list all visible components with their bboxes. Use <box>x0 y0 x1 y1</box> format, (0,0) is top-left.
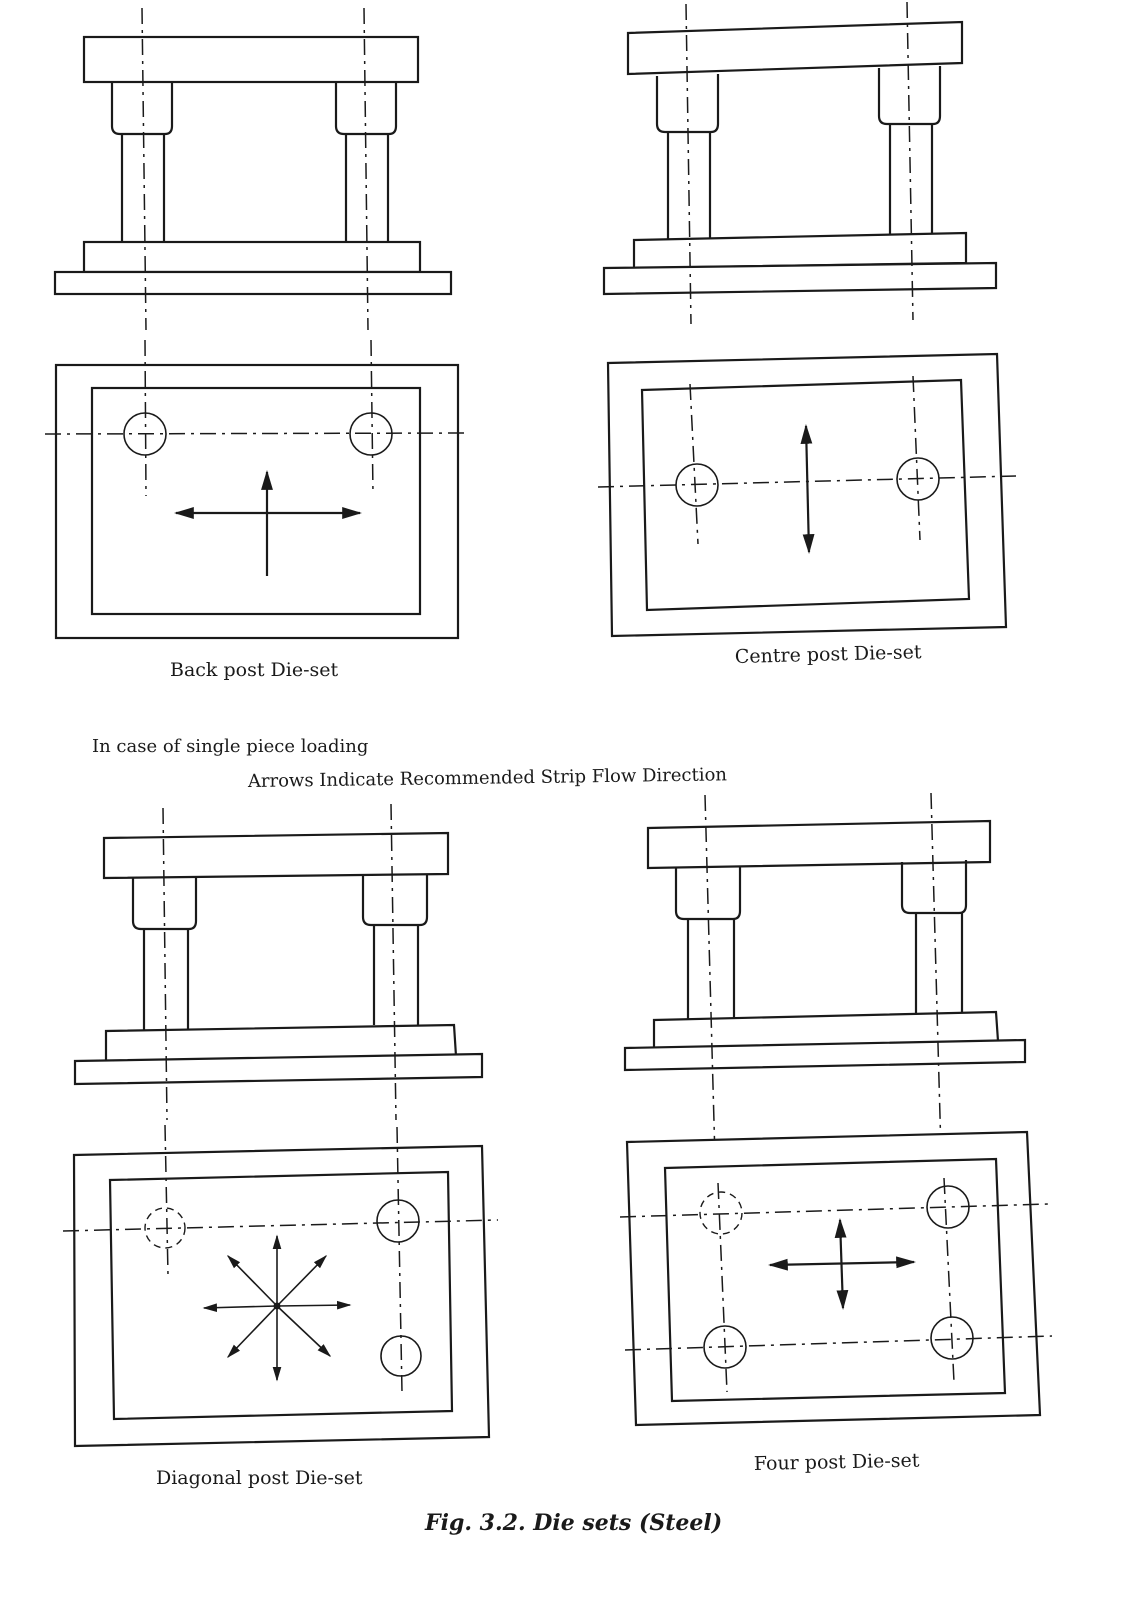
centre-post-caption: Centre post Die-set <box>735 641 923 668</box>
centre-post-elevation <box>602 1 998 325</box>
figure-caption: Fig. 3.2. Die sets (Steel) <box>424 1510 722 1536</box>
back-post-elevation <box>53 7 453 331</box>
back-post-plan <box>44 339 471 640</box>
back-post-die-set: Back post Die-set <box>44 7 471 681</box>
diagonal-post-plan <box>62 1124 499 1448</box>
single-piece-note: In case of single piece loading <box>92 736 368 757</box>
four-post-caption: Four post Die-set <box>754 1450 920 1475</box>
centre-post-die-set: Centre post Die-set <box>597 1 1017 668</box>
four-post-plan <box>619 1130 1053 1427</box>
centre-post-plan <box>597 352 1017 638</box>
four-post-elevation <box>623 792 1027 1196</box>
back-post-caption: Back post Die-set <box>170 659 338 681</box>
diagonal-arrow-star <box>202 1234 352 1382</box>
diagonal-post-die-set: Diagonal post Die-set <box>62 803 499 1489</box>
diagonal-post-caption: Diagonal post Die-set <box>156 1467 363 1489</box>
four-post-die-set: Four post Die-set <box>619 792 1053 1475</box>
strip-flow-note: Arrows Indicate Recommended Strip Flow D… <box>247 764 728 792</box>
diagonal-post-elevation <box>73 803 484 1121</box>
